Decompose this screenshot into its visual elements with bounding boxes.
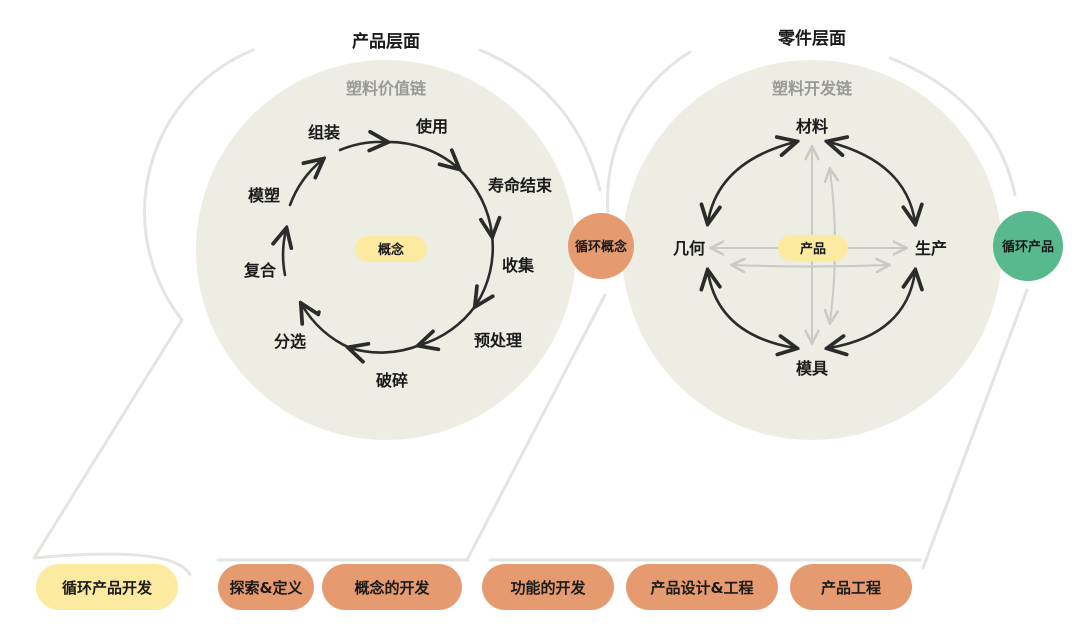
- cycle-label-crushing: 破碎: [376, 371, 408, 390]
- value-chain-cycle: [283, 142, 493, 353]
- cycle-arrow: [283, 230, 286, 277]
- frame-line-concept: [466, 293, 607, 560]
- part-label-material: 材料: [796, 117, 828, 136]
- circular-concept-label: 循环概念: [575, 239, 627, 255]
- cycle-dot: [317, 310, 321, 314]
- cycle-label-assembly: 组装: [308, 123, 340, 142]
- circular-product-label: 循环产品: [1002, 239, 1054, 255]
- frame-arc-product: [32, 48, 255, 560]
- frame-line-product: [921, 288, 1029, 570]
- cycle-arrow: [302, 305, 352, 350]
- cycle-arrow: [350, 345, 422, 353]
- cycle-label-pretreatment: 预处理: [474, 331, 522, 350]
- cycle-label-compounding: 复合: [243, 261, 277, 280]
- frame-lines: [32, 48, 1029, 577]
- frame-arc-product-right: [478, 48, 602, 192]
- part-label-production: 生产: [915, 239, 947, 258]
- cycle-arrow: [384, 140, 458, 168]
- part-label-geometry: 几何: [673, 239, 705, 258]
- frame-arc-part: [606, 50, 692, 232]
- pill-product-engineering: 产品工程: [790, 564, 912, 610]
- frame-arc-part-right: [888, 56, 1017, 197]
- link-production-mold: [829, 272, 915, 348]
- circular-concept-node: [568, 213, 634, 279]
- development-chain-links: [708, 142, 915, 348]
- pill-function-development: 功能的开发: [482, 564, 614, 610]
- value-chain-subtitle: 塑料价值链: [346, 79, 427, 98]
- concept-center-label: 概念: [378, 242, 404, 258]
- cycle-label-sorting: 分选: [274, 332, 306, 351]
- cycle-label-molding: 模塑: [248, 186, 280, 205]
- link-geometry-mold: [708, 272, 795, 348]
- cycle-arrow: [476, 233, 493, 305]
- part-level-header: 零件层面: [777, 28, 846, 49]
- product-level-header: 产品层面: [352, 31, 420, 52]
- concept-label-bg: [355, 236, 427, 262]
- development-chain-subtitle: 塑料开发链: [772, 79, 853, 98]
- cycle-arrow: [456, 166, 492, 235]
- cycle-arrow: [338, 142, 386, 150]
- pill-explore-define: 探索&定义: [218, 564, 314, 610]
- pill-circular-product-development: 循环产品开发: [36, 564, 178, 610]
- cycle-label-use: 使用: [415, 117, 448, 136]
- link-material-production: [829, 142, 915, 222]
- link-material-geometry: [708, 142, 795, 222]
- pill-concept-development: 概念的开发: [322, 564, 462, 610]
- part-label-mold: 模具: [796, 359, 828, 378]
- cycle-arrow: [420, 303, 478, 345]
- product-label-bg: [778, 235, 848, 261]
- cycle-label-end-of-life: 寿命结束: [488, 176, 553, 195]
- pill-product-design-engineering: 产品设计&工程: [626, 564, 778, 610]
- circular-product-node: [993, 211, 1063, 281]
- pill-underline-1: [32, 552, 192, 577]
- cycle-arrow: [288, 160, 322, 207]
- product-center-label: 产品: [800, 241, 826, 257]
- cycle-label-collection: 收集: [502, 256, 535, 275]
